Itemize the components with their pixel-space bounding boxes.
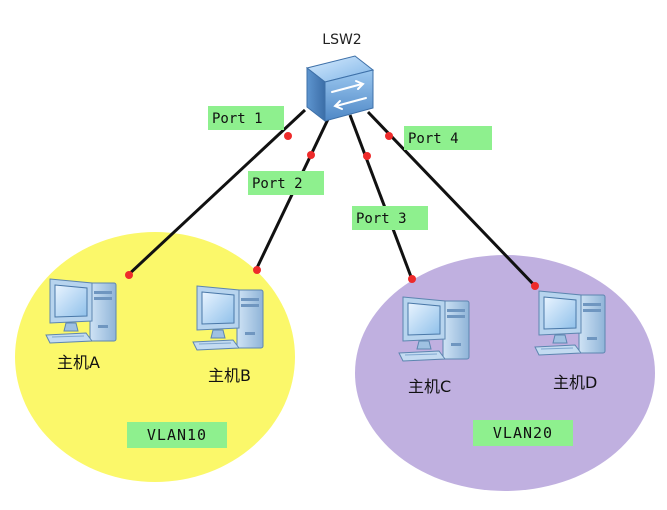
switch-icon[interactable] [305,55,375,123]
port4-label: Port 4 [408,131,459,147]
host-a-label: 主机A [57,353,100,372]
vlan20-label: VLAN20 [493,424,553,442]
link-port4-host-d [366,110,538,289]
watermark: CSDN @很好的 [552,484,652,500]
vlan20-label-bg [473,420,573,446]
port3-label: Port 3 [356,211,407,227]
port3-label-bg [352,206,428,230]
host-c-label: 主机C [408,377,451,396]
host-b-label: 主机B [208,366,251,385]
vlan10-label: VLAN10 [147,426,207,444]
link-endpoint [408,275,416,283]
vlan20-region [355,255,655,491]
host-d-label: 主机D [553,373,597,392]
switch-label: LSW2 [322,32,361,48]
link-endpoint [385,132,393,140]
port2-label: Port 2 [252,176,303,192]
link-port3-host-c [348,114,415,283]
port1-label: Port 1 [212,111,263,127]
link-endpoint [363,152,371,160]
link-port1-host-a [125,108,307,278]
port1-label-bg [208,106,284,130]
link-endpoint [531,282,539,290]
link-endpoint [253,266,261,274]
port2-label-bg [248,171,324,195]
link-endpoint [307,151,315,159]
vlan10-label-bg [127,422,227,448]
port4-label-bg [404,126,492,150]
link-endpoint [125,271,133,279]
link-endpoint [284,132,292,140]
